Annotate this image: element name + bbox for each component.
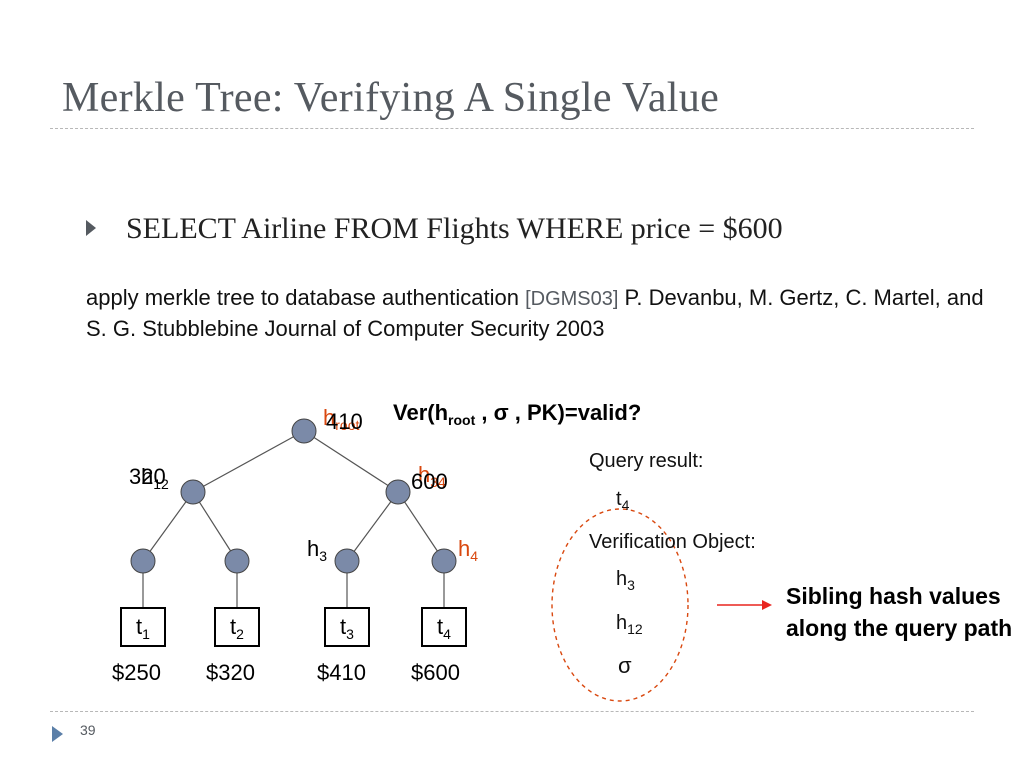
vo-highlight-ellipse <box>551 508 689 702</box>
citation-ref: [DGMS03] <box>525 288 619 310</box>
price-t4: $600 <box>411 660 460 685</box>
title-divider <box>50 128 974 129</box>
root-hash-label: hroot <box>323 405 360 433</box>
price-t1: $250 <box>112 660 161 685</box>
h34-label: h34 <box>418 462 446 490</box>
sibling-note: Sibling hash values along the query path <box>786 583 1013 641</box>
left-value-label: 320 <box>129 464 166 489</box>
leaf-box-t2: t2 <box>214 607 260 647</box>
leaf-box-t1: t1 <box>120 607 166 647</box>
footer-divider <box>50 711 974 712</box>
leaf-hash-node-1 <box>130 548 156 574</box>
edge-root-right <box>303 430 399 493</box>
sibling-arrow-head <box>762 600 772 610</box>
price-t2: $320 <box>206 660 255 685</box>
page-number: 39 <box>80 722 96 738</box>
edge-root-left <box>192 430 305 493</box>
citation-text-before: apply merkle tree to database authentica… <box>86 285 526 310</box>
h3-node-label: h3 <box>307 536 328 564</box>
citation: apply merkle tree to database authentica… <box>86 283 986 344</box>
root-value-label: 410 <box>326 409 363 434</box>
query-bullet: SELECT Airline FROM Flights WHERE price … <box>126 212 783 245</box>
root-node <box>291 418 317 444</box>
leaf-box-t3: t3 <box>324 607 370 647</box>
vo-sigma: σ <box>618 653 632 678</box>
h12-label: h12 <box>141 464 169 492</box>
h4-node-label: h4 <box>458 536 479 564</box>
leaf-hash-node-3 <box>334 548 360 574</box>
citation-text-after: P. Devanbu, M. Gertz, C. Martel, and S. … <box>86 285 984 341</box>
verification-object-label: Verification Object: <box>589 531 756 553</box>
left-internal-node <box>180 479 206 505</box>
edge-right-t3 <box>346 491 399 562</box>
query-result-value: t4 <box>616 488 630 513</box>
edge-right-t4 <box>397 491 445 562</box>
edge-left-t1 <box>142 491 194 562</box>
edge-left-t2 <box>192 491 238 562</box>
leaf-box-t4: t4 <box>421 607 467 647</box>
bullet-arrow-icon <box>86 220 96 236</box>
vo-h12: h12 <box>616 612 643 637</box>
right-value-label: 600 <box>411 469 448 494</box>
query-result-label: Query result: <box>589 450 704 472</box>
slide-title: Merkle Tree: Verifying A Single Value <box>62 75 720 121</box>
price-t3: $410 <box>317 660 366 685</box>
leaf-hash-node-2 <box>224 548 250 574</box>
right-internal-node <box>385 479 411 505</box>
verification-formula: Ver(hroot , σ , PK)=valid? <box>393 400 642 428</box>
leaf-hash-node-4 <box>431 548 457 574</box>
vo-h3: h3 <box>616 568 635 593</box>
footer-arrow-icon <box>52 726 63 742</box>
